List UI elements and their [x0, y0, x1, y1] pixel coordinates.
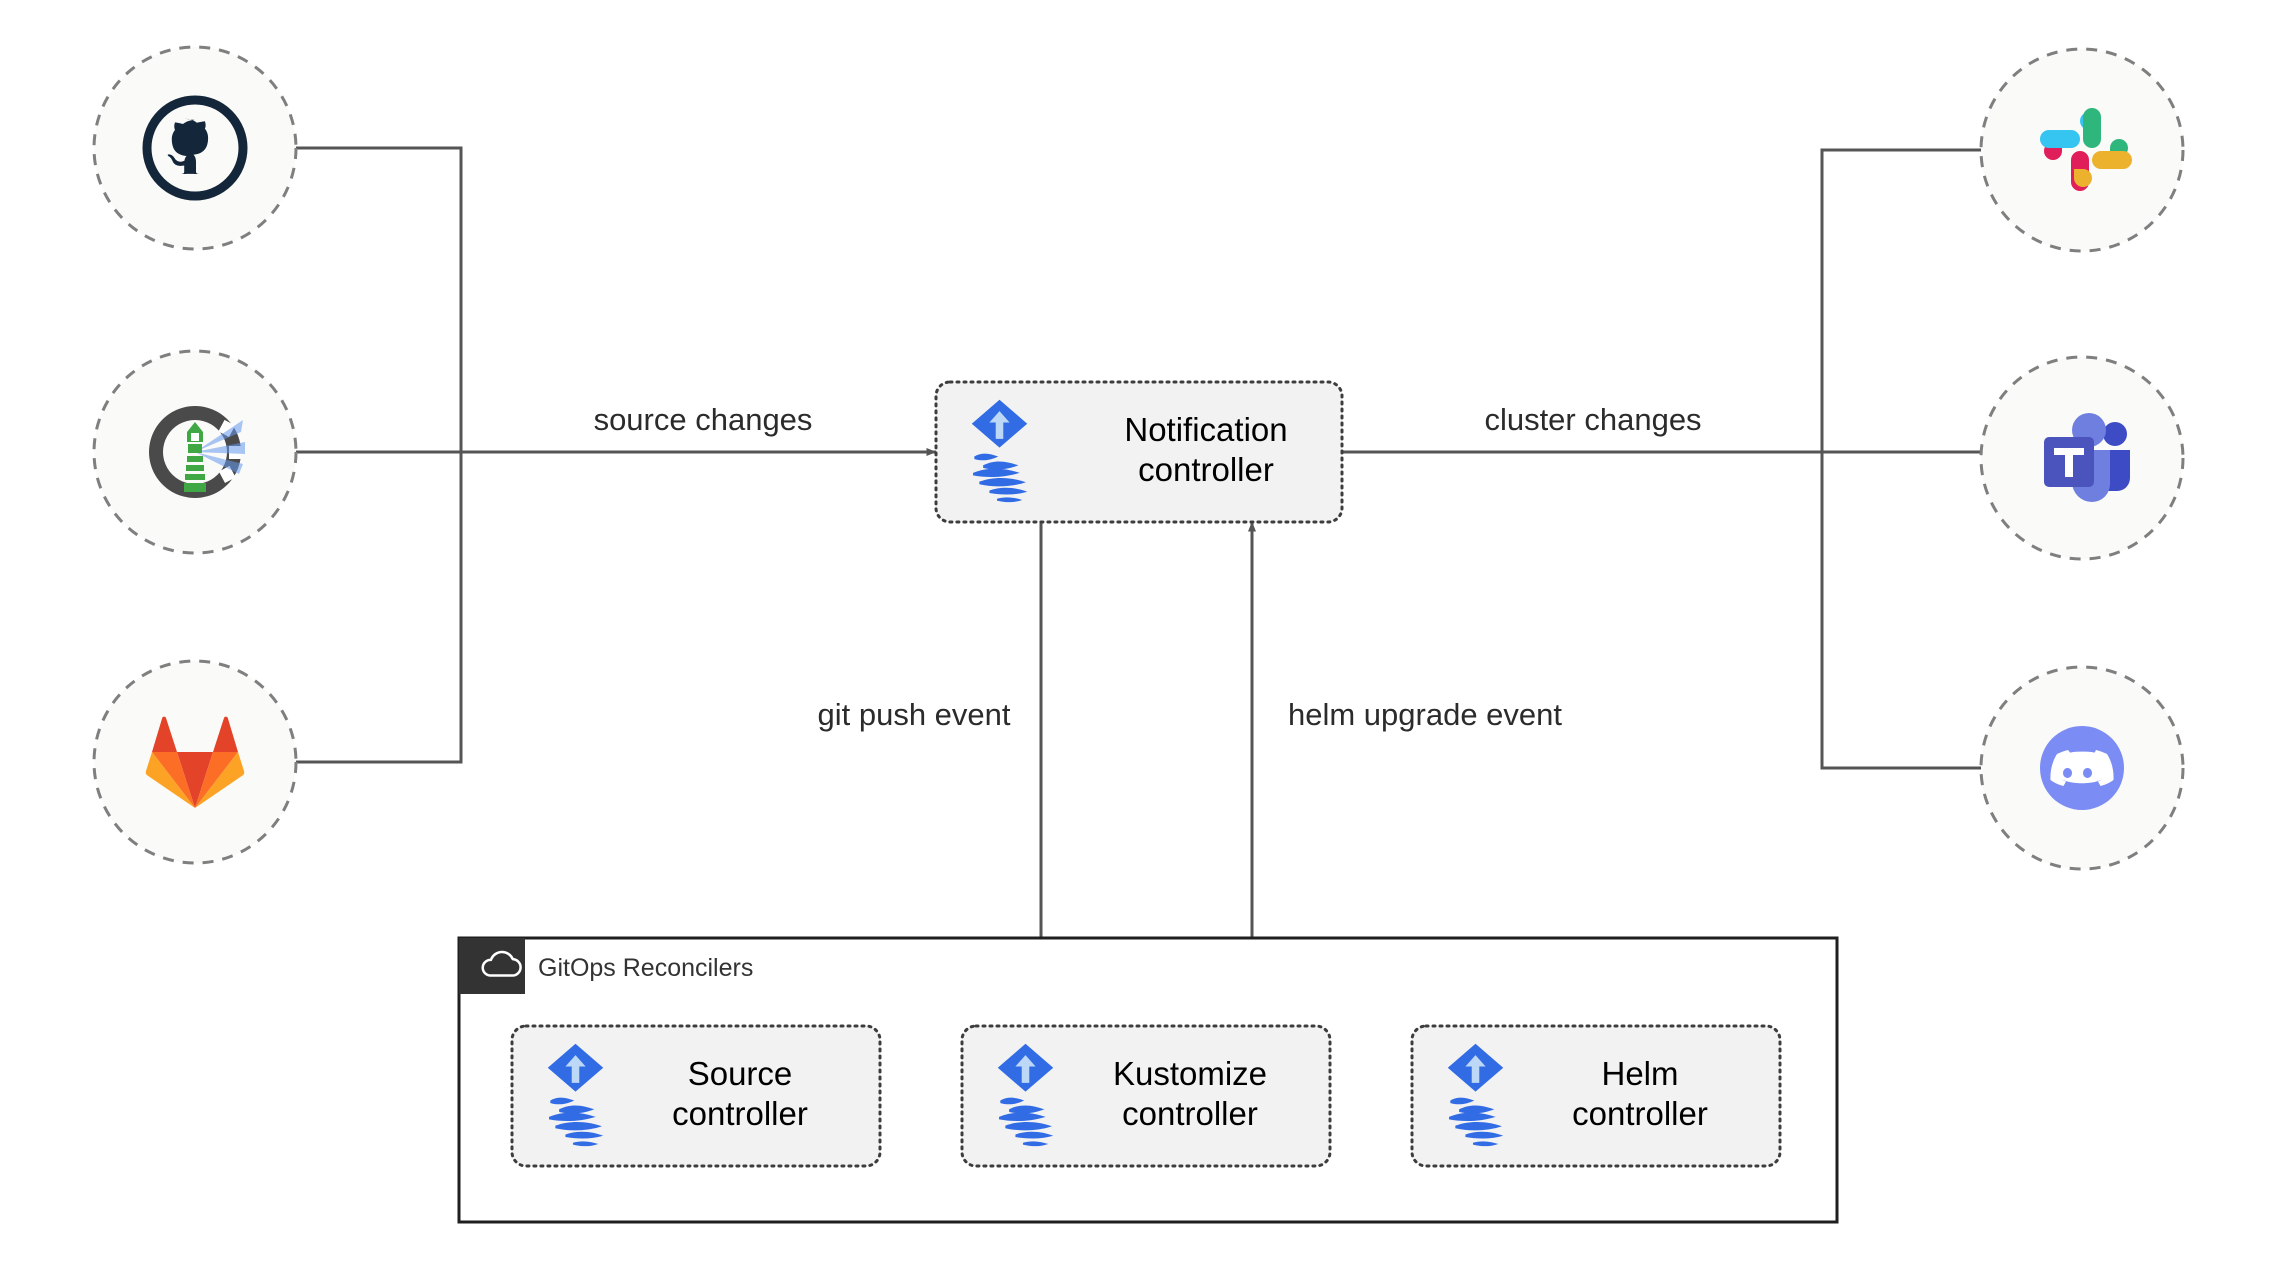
destination-node-teams[interactable] [1979, 355, 2185, 561]
edge-to-slack [1820, 146, 2035, 452]
gitops-reconcilers-label: GitOps Reconcilers [538, 954, 753, 982]
notification-controller-label-line1: Notification [1124, 411, 1287, 448]
slack-node-circle [1979, 47, 2185, 253]
source-node-github[interactable] [92, 45, 298, 251]
edge-label-git-push-event: git push event [817, 697, 1010, 732]
source-node-flux-source[interactable] [92, 349, 298, 555]
source-controller-label-line1: Source [688, 1055, 793, 1092]
kustomize-controller-label-line2: controller [1122, 1095, 1258, 1132]
edge-label-source-changes: source changes [594, 402, 813, 437]
edge-label-layer: source changes cluster changes git push … [594, 402, 1702, 732]
source-nodes [92, 45, 298, 865]
source-controller-box [510, 1024, 882, 1168]
kustomize-controller-node[interactable]: Kustomize controller [960, 1024, 1332, 1168]
notification-controller-label-line2: controller [1138, 451, 1274, 488]
edge-label-cluster-changes: cluster changes [1484, 402, 1701, 437]
helm-controller-label-line1: Helm [1601, 1055, 1678, 1092]
kustomize-controller-label-line1: Kustomize [1113, 1055, 1267, 1092]
source-controller-node[interactable]: Source controller [510, 1024, 882, 1168]
destination-node-discord[interactable] [1979, 665, 2185, 871]
destination-nodes [1979, 47, 2185, 871]
edge-to-discord [1820, 452, 2035, 772]
notification-controller-node[interactable]: Notification controller [934, 380, 1344, 524]
destination-node-slack[interactable] [1979, 47, 2185, 253]
discord-icon [2040, 726, 2124, 810]
reconciler-nodes: Source controller Kustomize controller H… [510, 1024, 1782, 1168]
gitops-reconcilers-badge [459, 938, 525, 994]
helm-controller-node[interactable]: Helm controller [1410, 1024, 1782, 1168]
kustomize-controller-box [960, 1024, 1332, 1168]
notification-controller-box [934, 380, 1344, 524]
edge-label-helm-upgrade-event: helm upgrade event [1288, 697, 1562, 732]
edge-sources-bus [243, 146, 463, 764]
helm-controller-box [1410, 1024, 1782, 1168]
helm-controller-label-line2: controller [1572, 1095, 1708, 1132]
source-node-gitlab[interactable] [92, 659, 298, 865]
source-controller-label-line2: controller [672, 1095, 808, 1132]
